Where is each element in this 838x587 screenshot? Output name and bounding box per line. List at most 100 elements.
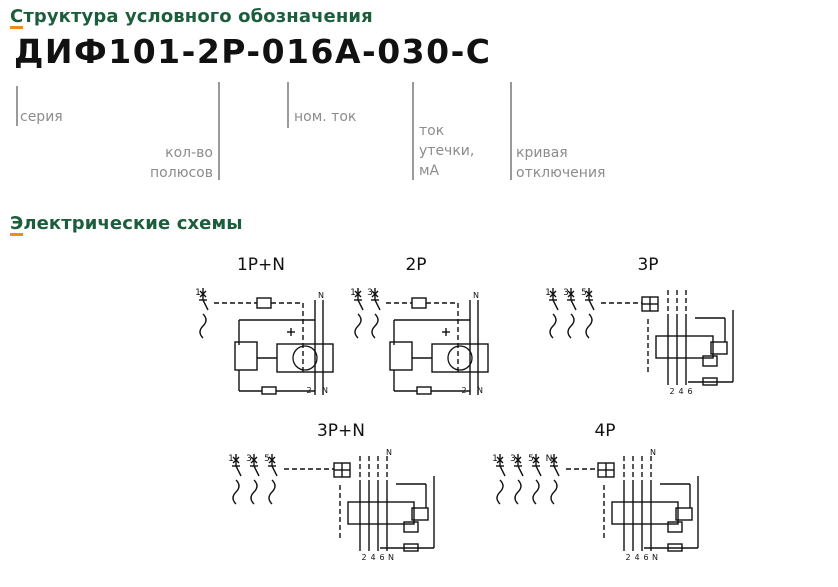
diagram-title: 3P+N xyxy=(317,421,365,441)
terminal-label: N xyxy=(318,291,324,300)
wire xyxy=(199,290,207,298)
diagram-title: 1P+N xyxy=(237,255,285,275)
schemes-title-first-letter: Э xyxy=(10,213,24,234)
trip-relay xyxy=(389,341,413,371)
wire xyxy=(271,465,278,477)
current-label: ном. ток xyxy=(294,109,357,125)
structure-title-first-letter: С xyxy=(10,6,24,27)
wire xyxy=(570,299,577,311)
release-coil xyxy=(532,479,540,505)
series-label: серия xyxy=(20,109,63,125)
terminal-label: N xyxy=(322,386,328,395)
designation-code: ДИФ101-2P-016A-030-C xyxy=(14,32,492,71)
schemes-title: Электрические схемы xyxy=(10,213,243,234)
terminal-label: 6 xyxy=(379,553,384,562)
release-coil xyxy=(585,313,593,339)
terminal-label: 2 xyxy=(625,553,630,562)
schemes-title-rest: лектрические схемы xyxy=(23,213,243,234)
trip-relay xyxy=(710,341,728,355)
terminal-label: 1 xyxy=(545,288,551,298)
terminal-label: 1 xyxy=(195,288,201,298)
leakage-line xyxy=(412,82,414,180)
terminal-label: 3 xyxy=(563,288,569,298)
test-resistor xyxy=(667,521,683,533)
wire xyxy=(585,290,593,298)
curve-line xyxy=(510,82,512,180)
release-coil xyxy=(567,313,575,339)
release-coil xyxy=(549,313,557,339)
leakage-label: ток утечки, мА xyxy=(419,123,475,179)
release-coil xyxy=(354,313,362,339)
test-resistor xyxy=(403,521,419,533)
wire xyxy=(553,465,560,477)
terminal-label: N xyxy=(386,448,392,457)
wire xyxy=(499,465,506,477)
test-button xyxy=(256,297,272,309)
terminal-label: 3 xyxy=(367,288,373,298)
terminal-label: 2 xyxy=(669,387,674,396)
release-coil xyxy=(268,479,276,505)
wire xyxy=(496,456,504,464)
current-line xyxy=(287,82,289,128)
wire xyxy=(588,299,595,311)
terminal-label: 4 xyxy=(634,553,639,562)
terminal-label: 1 xyxy=(350,288,356,298)
wire xyxy=(371,290,379,298)
wire xyxy=(253,465,260,477)
terminal-label: 3 xyxy=(510,454,516,464)
release-coil xyxy=(250,479,258,505)
transformer-core xyxy=(292,345,318,371)
wire xyxy=(250,456,258,464)
terminal-label: N xyxy=(650,448,656,457)
release-coil xyxy=(514,479,522,505)
summation-transformer xyxy=(611,501,679,525)
diagram-title: 4P xyxy=(594,421,615,441)
release-coil xyxy=(550,479,558,505)
release-coil xyxy=(371,313,379,339)
terminal-label: N xyxy=(546,454,553,464)
test-resistor xyxy=(261,386,277,395)
curve-label: кривая отключения xyxy=(516,145,606,181)
poles-line xyxy=(218,82,220,180)
summation-transformer xyxy=(655,335,714,359)
terminal-label: 2 xyxy=(306,386,311,395)
trip-relay xyxy=(234,341,258,371)
wire xyxy=(567,290,575,298)
poles-label: кол-во полюсов xyxy=(150,145,213,181)
structure-title-rest: труктура условного обозначения xyxy=(23,6,373,27)
release-coil xyxy=(199,313,207,339)
test-resistor xyxy=(403,543,419,552)
test-resistor xyxy=(667,543,683,552)
terminal-label: N xyxy=(652,553,658,562)
summation-transformer xyxy=(347,501,415,525)
wire xyxy=(517,465,524,477)
wire xyxy=(268,456,276,464)
terminal-label: 4 xyxy=(678,387,683,396)
terminal-label: N xyxy=(477,386,483,395)
wire xyxy=(202,299,209,311)
terminal-label: 6 xyxy=(687,387,692,396)
terminal-label: 2 xyxy=(361,553,366,562)
terminal-label: 5 xyxy=(528,454,534,464)
trip-relay xyxy=(675,507,693,521)
release-coil xyxy=(232,479,240,505)
terminal-label: 2 xyxy=(461,386,466,395)
transformer xyxy=(431,343,489,373)
wire xyxy=(550,456,558,464)
test-button xyxy=(411,297,427,309)
wire xyxy=(354,290,362,298)
terminal-label: 3 xyxy=(246,454,252,464)
wire xyxy=(357,299,364,311)
wire xyxy=(514,456,522,464)
transformer-core xyxy=(447,345,473,371)
test-resistor xyxy=(416,386,432,395)
release-coil xyxy=(496,479,504,505)
structure-title: Структура условного обозначения xyxy=(10,6,373,27)
terminal-label: 1 xyxy=(228,454,234,464)
